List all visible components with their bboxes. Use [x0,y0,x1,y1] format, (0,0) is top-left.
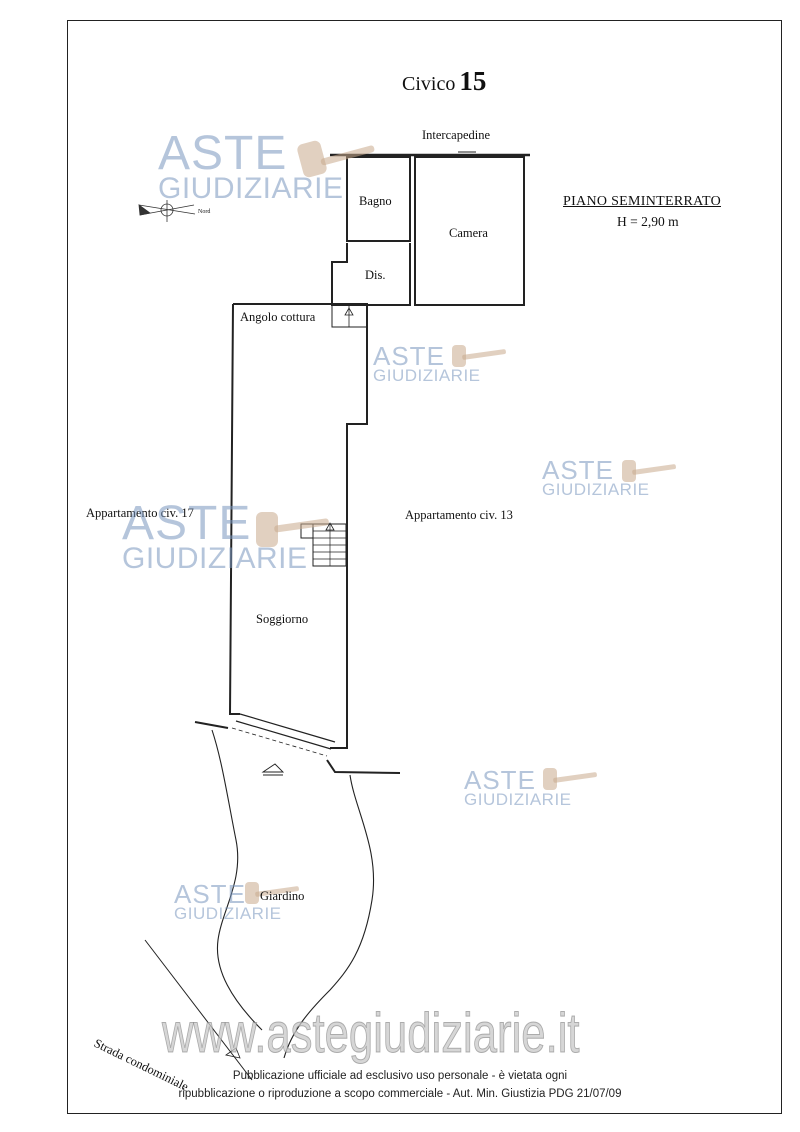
room-label-bagno: Bagno [359,194,392,208]
compass-label: Nord [198,209,211,215]
room-label-dis: Dis. [365,268,386,282]
watermark-line1: ASTE [542,455,614,485]
watermark-line1: ASTE [174,879,246,909]
watermark-line2: GIUDIZIARIE [542,480,650,499]
room-label-soggiorno: Soggiorno [256,612,309,626]
title-prefix: Civico [402,73,456,95]
site-watermark: www.astegiudiziarie.it [162,1001,580,1065]
notice-line1: Pubblicazione ufficiale ad esclusivo uso… [232,1070,568,1082]
room-label-camera: Camera [449,226,488,240]
floor-height: H = 2,90 m [617,214,679,229]
room-label-intercapedine: Intercapedine [422,128,491,142]
floor-name: PIANO SEMINTERRATO [563,194,721,209]
watermark: ASTE GIUDIZIARIE [542,457,650,498]
watermark: ASTE GIUDIZIARIE [464,767,572,808]
watermark-line1: ASTE [122,497,252,550]
neighbor-label-right: Appartamento civ. 13 [405,508,513,522]
neighbor-label-left: Appartamento civ. 17 [86,506,194,520]
north-arrow-icon [138,200,196,222]
watermark-line1: ASTE [158,127,288,180]
watermark-line2: GIUDIZIARIE [174,904,282,923]
watermark-line1: ASTE [373,341,445,371]
page-border [67,20,782,1114]
watermark: ASTE GIUDIZIARIE [158,130,344,204]
watermark: ASTE GIUDIZIARIE [373,343,481,384]
title-number: 15 [459,66,487,96]
watermark: ASTE GIUDIZIARIE [122,500,308,574]
watermark-line1: ASTE [464,765,536,795]
notice-line2: ripubblicazione o riproduzione a scopo c… [178,1088,622,1100]
room-label-angolo-cottura: Angolo cottura [240,310,316,324]
watermark-line2: GIUDIZIARIE [373,366,481,385]
watermark-line2: GIUDIZIARIE [122,542,308,575]
room-label-giardino: Giardino [260,889,305,903]
gavel-icon [245,140,676,904]
watermark-line2: GIUDIZIARIE [464,790,572,809]
watermark-line2: GIUDIZIARIE [158,172,344,205]
watermark: ASTE GIUDIZIARIE [174,881,282,922]
